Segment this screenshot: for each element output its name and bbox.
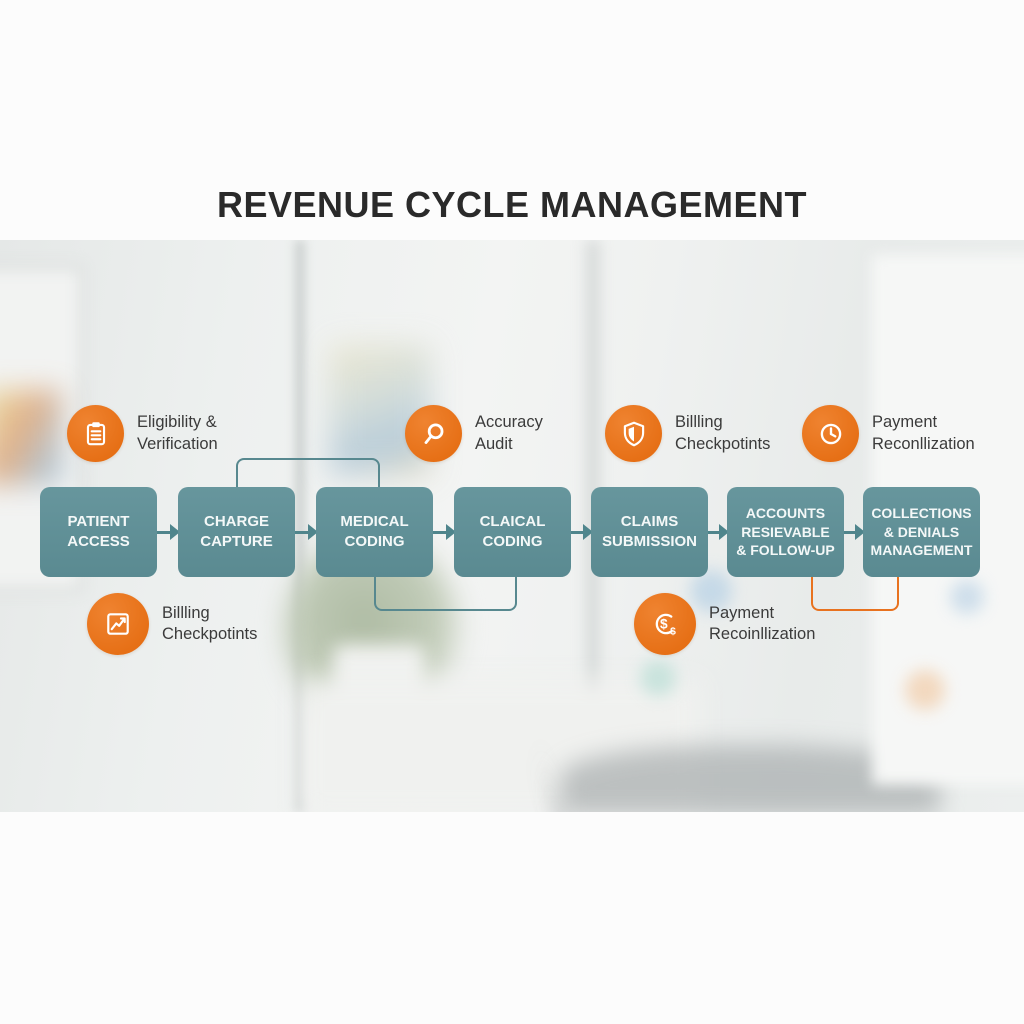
clock-icon (802, 405, 859, 462)
svg-text:$: $ (660, 616, 668, 631)
callout-label: Billling Checkpotints (162, 603, 258, 643)
callout-label: Eligibility & Verification (137, 413, 218, 453)
background-window-frame (295, 240, 305, 812)
magnifier-icon (405, 405, 462, 462)
callout-label: Payment Recoinllization (709, 603, 816, 643)
flow-arrow-1 (156, 523, 180, 541)
svg-text:$: $ (670, 626, 676, 637)
background-left-poster (0, 390, 62, 485)
callout-payment-reconciliation-top: Payment Reconllization (802, 405, 975, 462)
background-chart-dot-blue (690, 570, 732, 612)
callout-eligibility-verification: Eligibility & Verification (67, 405, 218, 462)
callout-label: Accuracy Audit (475, 413, 543, 453)
callout-label: Billling Checkpotints (675, 413, 771, 453)
callout-billing-checkpoints-top: Billling Checkpotints (605, 405, 770, 462)
page-title: REVENUE CYCLE MANAGEMENT (216, 184, 808, 225)
shield-icon (605, 405, 662, 462)
connector-bracket-top-teal (236, 458, 380, 494)
background-chart-dot-orange (905, 670, 945, 710)
clipboard-icon (67, 405, 124, 462)
flow-box-collections-denials: COLLECTIONS & DENIALS MANAGEMENT (863, 487, 980, 577)
flow-arrow-3 (432, 523, 456, 541)
background-chart-dot-blue-2 (950, 580, 984, 614)
callout-billing-checkpoints-bottom: Billling Checkpotints (87, 593, 257, 655)
chart-icon (87, 593, 149, 655)
flow-box-patient-access: PATIENT ACCESS (40, 487, 157, 577)
flow-box-claical-coding: CLAICAL CODING (454, 487, 571, 577)
background-photo (0, 240, 1024, 812)
flow-box-charge-capture: CHARGE CAPTURE (178, 487, 295, 577)
flow-arrow-5 (706, 523, 729, 541)
flow-box-accounts-resievable: ACCOUNTS RESIEVABLE & FOLLOW-UP (727, 487, 844, 577)
callout-label: Payment Reconllization (872, 413, 975, 453)
flow-arrow-2 (294, 523, 318, 541)
callout-payment-reconciliation-bottom: $ $ Payment Recoinllization (634, 593, 815, 655)
flow-arrow-4 (569, 523, 593, 541)
flow-box-claims-submission: CLAIMS SUBMISSION (591, 487, 708, 577)
background-chart-dot-teal (640, 660, 676, 696)
connector-bracket-bottom-orange (811, 574, 899, 611)
flow-box-medical-coding: MEDICAL CODING (316, 487, 433, 577)
connector-bracket-bottom-teal (374, 574, 517, 611)
callout-accuracy-audit: Accuracy Audit (405, 405, 543, 462)
flow-arrow-6 (842, 523, 865, 541)
dollar-coin-icon: $ $ (634, 593, 696, 655)
